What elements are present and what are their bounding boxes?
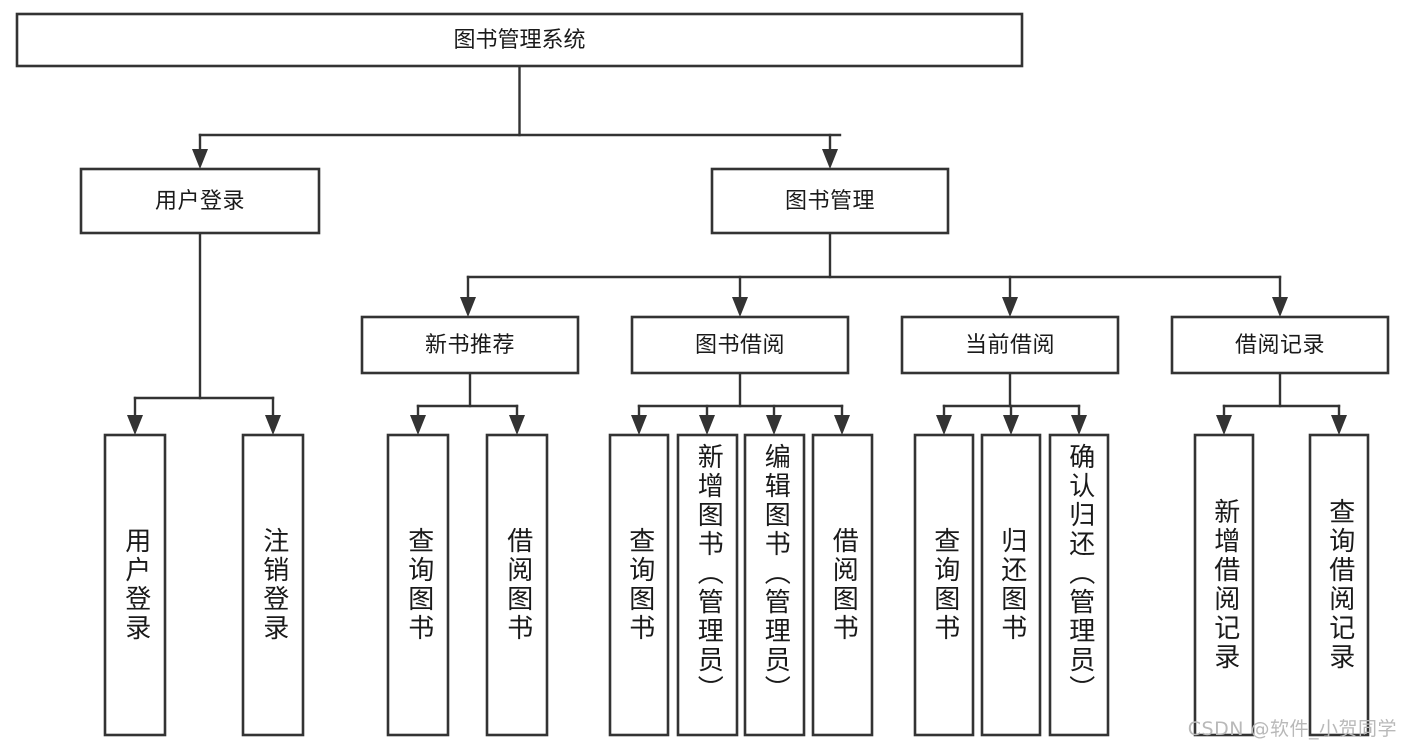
arrowhead-leaf-logout xyxy=(265,415,281,435)
node-current-borrow-label: 当前借阅 xyxy=(965,333,1055,358)
arrowhead-leaf-edit-book xyxy=(766,415,782,435)
arrowhead-leaf-confirm-return xyxy=(1071,415,1087,435)
node-new-book-recommend-label: 新书推荐 xyxy=(425,333,515,358)
edges-newbook-to-leaves xyxy=(410,371,525,435)
edges-borrowrecord-to-leaves xyxy=(1216,371,1347,435)
arrowhead-leaf-borrow-book-2 xyxy=(834,415,850,435)
node-root[interactable]: 图书管理系统 xyxy=(15,12,1024,68)
arrowhead-book-borrow xyxy=(732,297,748,317)
leaf-box-query-record[interactable] xyxy=(1308,433,1370,737)
node-book-borrow-box[interactable] xyxy=(630,315,850,375)
leaf-box-borrow-book-2[interactable] xyxy=(811,433,874,737)
arrowhead-leaf-user-login xyxy=(127,415,143,435)
node-user-login-label: 用户登录 xyxy=(155,189,245,214)
leaf-box-add-record[interactable] xyxy=(1193,433,1255,737)
arrowhead-leaf-query-book-1 xyxy=(410,415,426,435)
leaf-box-add-book[interactable] xyxy=(676,433,739,737)
leaf-box-user-login[interactable] xyxy=(103,433,167,737)
arrowhead-user-login xyxy=(192,149,208,169)
edges-currentborrow-to-leaves xyxy=(936,371,1087,435)
arrowhead-leaf-query-record xyxy=(1331,415,1347,435)
leaf-box-borrow-book-1[interactable] xyxy=(485,433,549,737)
edges-root-to-level2 xyxy=(192,64,842,169)
watermark-text: CSDN @软件_小贺同学 xyxy=(1187,718,1397,740)
node-borrow-record-box[interactable] xyxy=(1170,315,1390,375)
node-user-login-box[interactable] xyxy=(79,167,321,235)
edges-bookborrow-to-leaves xyxy=(631,371,850,435)
arrowhead-leaf-return-book xyxy=(1003,415,1019,435)
node-borrow-record[interactable]: 借阅记录 xyxy=(1170,315,1390,375)
node-new-book-recommend-box[interactable] xyxy=(360,315,580,375)
arrowhead-borrow-record xyxy=(1272,297,1288,317)
leaf-boxes xyxy=(103,433,1370,737)
arrowhead-leaf-add-record xyxy=(1216,415,1232,435)
arrowhead-leaf-borrow-book-1 xyxy=(509,415,525,435)
leaf-box-logout[interactable] xyxy=(241,433,305,737)
arrowhead-leaf-query-book-3 xyxy=(936,415,952,435)
node-root-label: 图书管理系统 xyxy=(453,28,585,53)
leaf-box-query-book-1[interactable] xyxy=(386,433,450,737)
arrowhead-current-borrow xyxy=(1002,297,1018,317)
leaf-box-query-book-2[interactable] xyxy=(608,433,670,737)
node-borrow-record-label: 借阅记录 xyxy=(1235,333,1325,358)
arrowhead-new-book-rec xyxy=(460,297,476,317)
node-root-box[interactable] xyxy=(15,12,1024,68)
leaf-box-return-book[interactable] xyxy=(980,433,1042,737)
arrowhead-leaf-add-book xyxy=(699,415,715,435)
node-current-borrow-box[interactable] xyxy=(900,315,1120,375)
node-current-borrow[interactable]: 当前借阅 xyxy=(900,315,1120,375)
arrowhead-book-mgmt xyxy=(822,149,838,169)
node-book-management-box[interactable] xyxy=(710,167,950,235)
leaf-box-query-book-3[interactable] xyxy=(913,433,975,737)
arrowhead-leaf-query-book-2 xyxy=(631,415,647,435)
node-book-management[interactable]: 图书管理 xyxy=(710,167,950,235)
node-new-book-recommend[interactable]: 新书推荐 xyxy=(360,315,580,375)
leaf-box-edit-book[interactable] xyxy=(743,433,806,737)
edges-userlogin-to-leaves xyxy=(127,231,281,435)
node-book-management-label: 图书管理 xyxy=(785,189,875,214)
leaf-box-confirm-return[interactable] xyxy=(1048,433,1110,737)
edges-bookmgmt-to-level3 xyxy=(460,231,1288,317)
node-book-borrow[interactable]: 图书借阅 xyxy=(630,315,850,375)
node-book-borrow-label: 图书借阅 xyxy=(695,333,785,358)
node-user-login[interactable]: 用户登录 xyxy=(79,167,321,235)
